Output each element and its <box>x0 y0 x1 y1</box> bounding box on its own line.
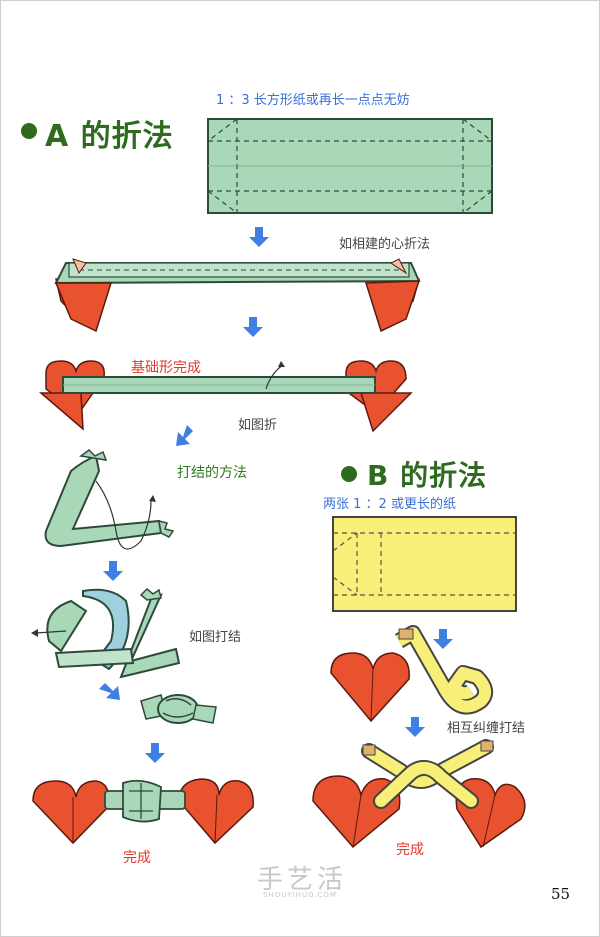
section-a-title: A 的折法 <box>45 119 174 154</box>
strip-with-heart-ends <box>54 258 421 333</box>
section-b-done-label: 完成 <box>396 842 424 858</box>
down-right-arrow-icon <box>99 683 120 700</box>
down-arrow-icon <box>145 743 165 763</box>
tie-as-shown-note: 如图打结 <box>189 630 242 645</box>
paper-note: 两张 1 ：2 或更长的纸 <box>323 497 456 512</box>
knot-strip-step2 <box>31 587 181 679</box>
page-number: 55 <box>551 885 571 903</box>
ratio-note: 1 ：3 长方形纸或再长一点点无妨 <box>216 93 410 108</box>
base-form-done-label: 基础形完成 <box>131 360 201 376</box>
completed-heart-knot-a <box>32 778 254 845</box>
knot-method-label: 打结的方法 <box>177 465 247 481</box>
fold-as-shown-note: 如图折 <box>238 418 278 433</box>
down-arrow-icon <box>249 227 269 247</box>
down-arrow-icon <box>405 717 425 737</box>
completed-heart-knot-b <box>312 739 526 849</box>
section-b-title: B 的折法 <box>367 459 488 492</box>
heart-with-loop <box>330 625 494 723</box>
base-form <box>38 360 413 433</box>
down-arrow-icon <box>103 561 123 581</box>
green-paper-rectangle <box>207 118 493 214</box>
yellow-paper-rectangle <box>332 516 517 612</box>
down-left-arrow-icon <box>176 425 193 446</box>
intertwine-note: 相互纠缠打结 <box>447 721 526 736</box>
section-b-bullet <box>341 466 357 482</box>
down-arrow-icon <box>433 629 453 649</box>
heart-fold-note: 如相建的心折法 <box>339 237 431 252</box>
watermark-logo: 手艺活 <box>257 865 348 895</box>
down-arrow-icon <box>243 317 263 337</box>
section-a-done-label: 完成 <box>123 850 151 866</box>
watermark-url: SHOUYIHUO.COM <box>263 891 337 899</box>
knot-strip-step1 <box>44 449 175 550</box>
knot-small <box>140 694 217 724</box>
section-a-bullet <box>21 123 37 139</box>
